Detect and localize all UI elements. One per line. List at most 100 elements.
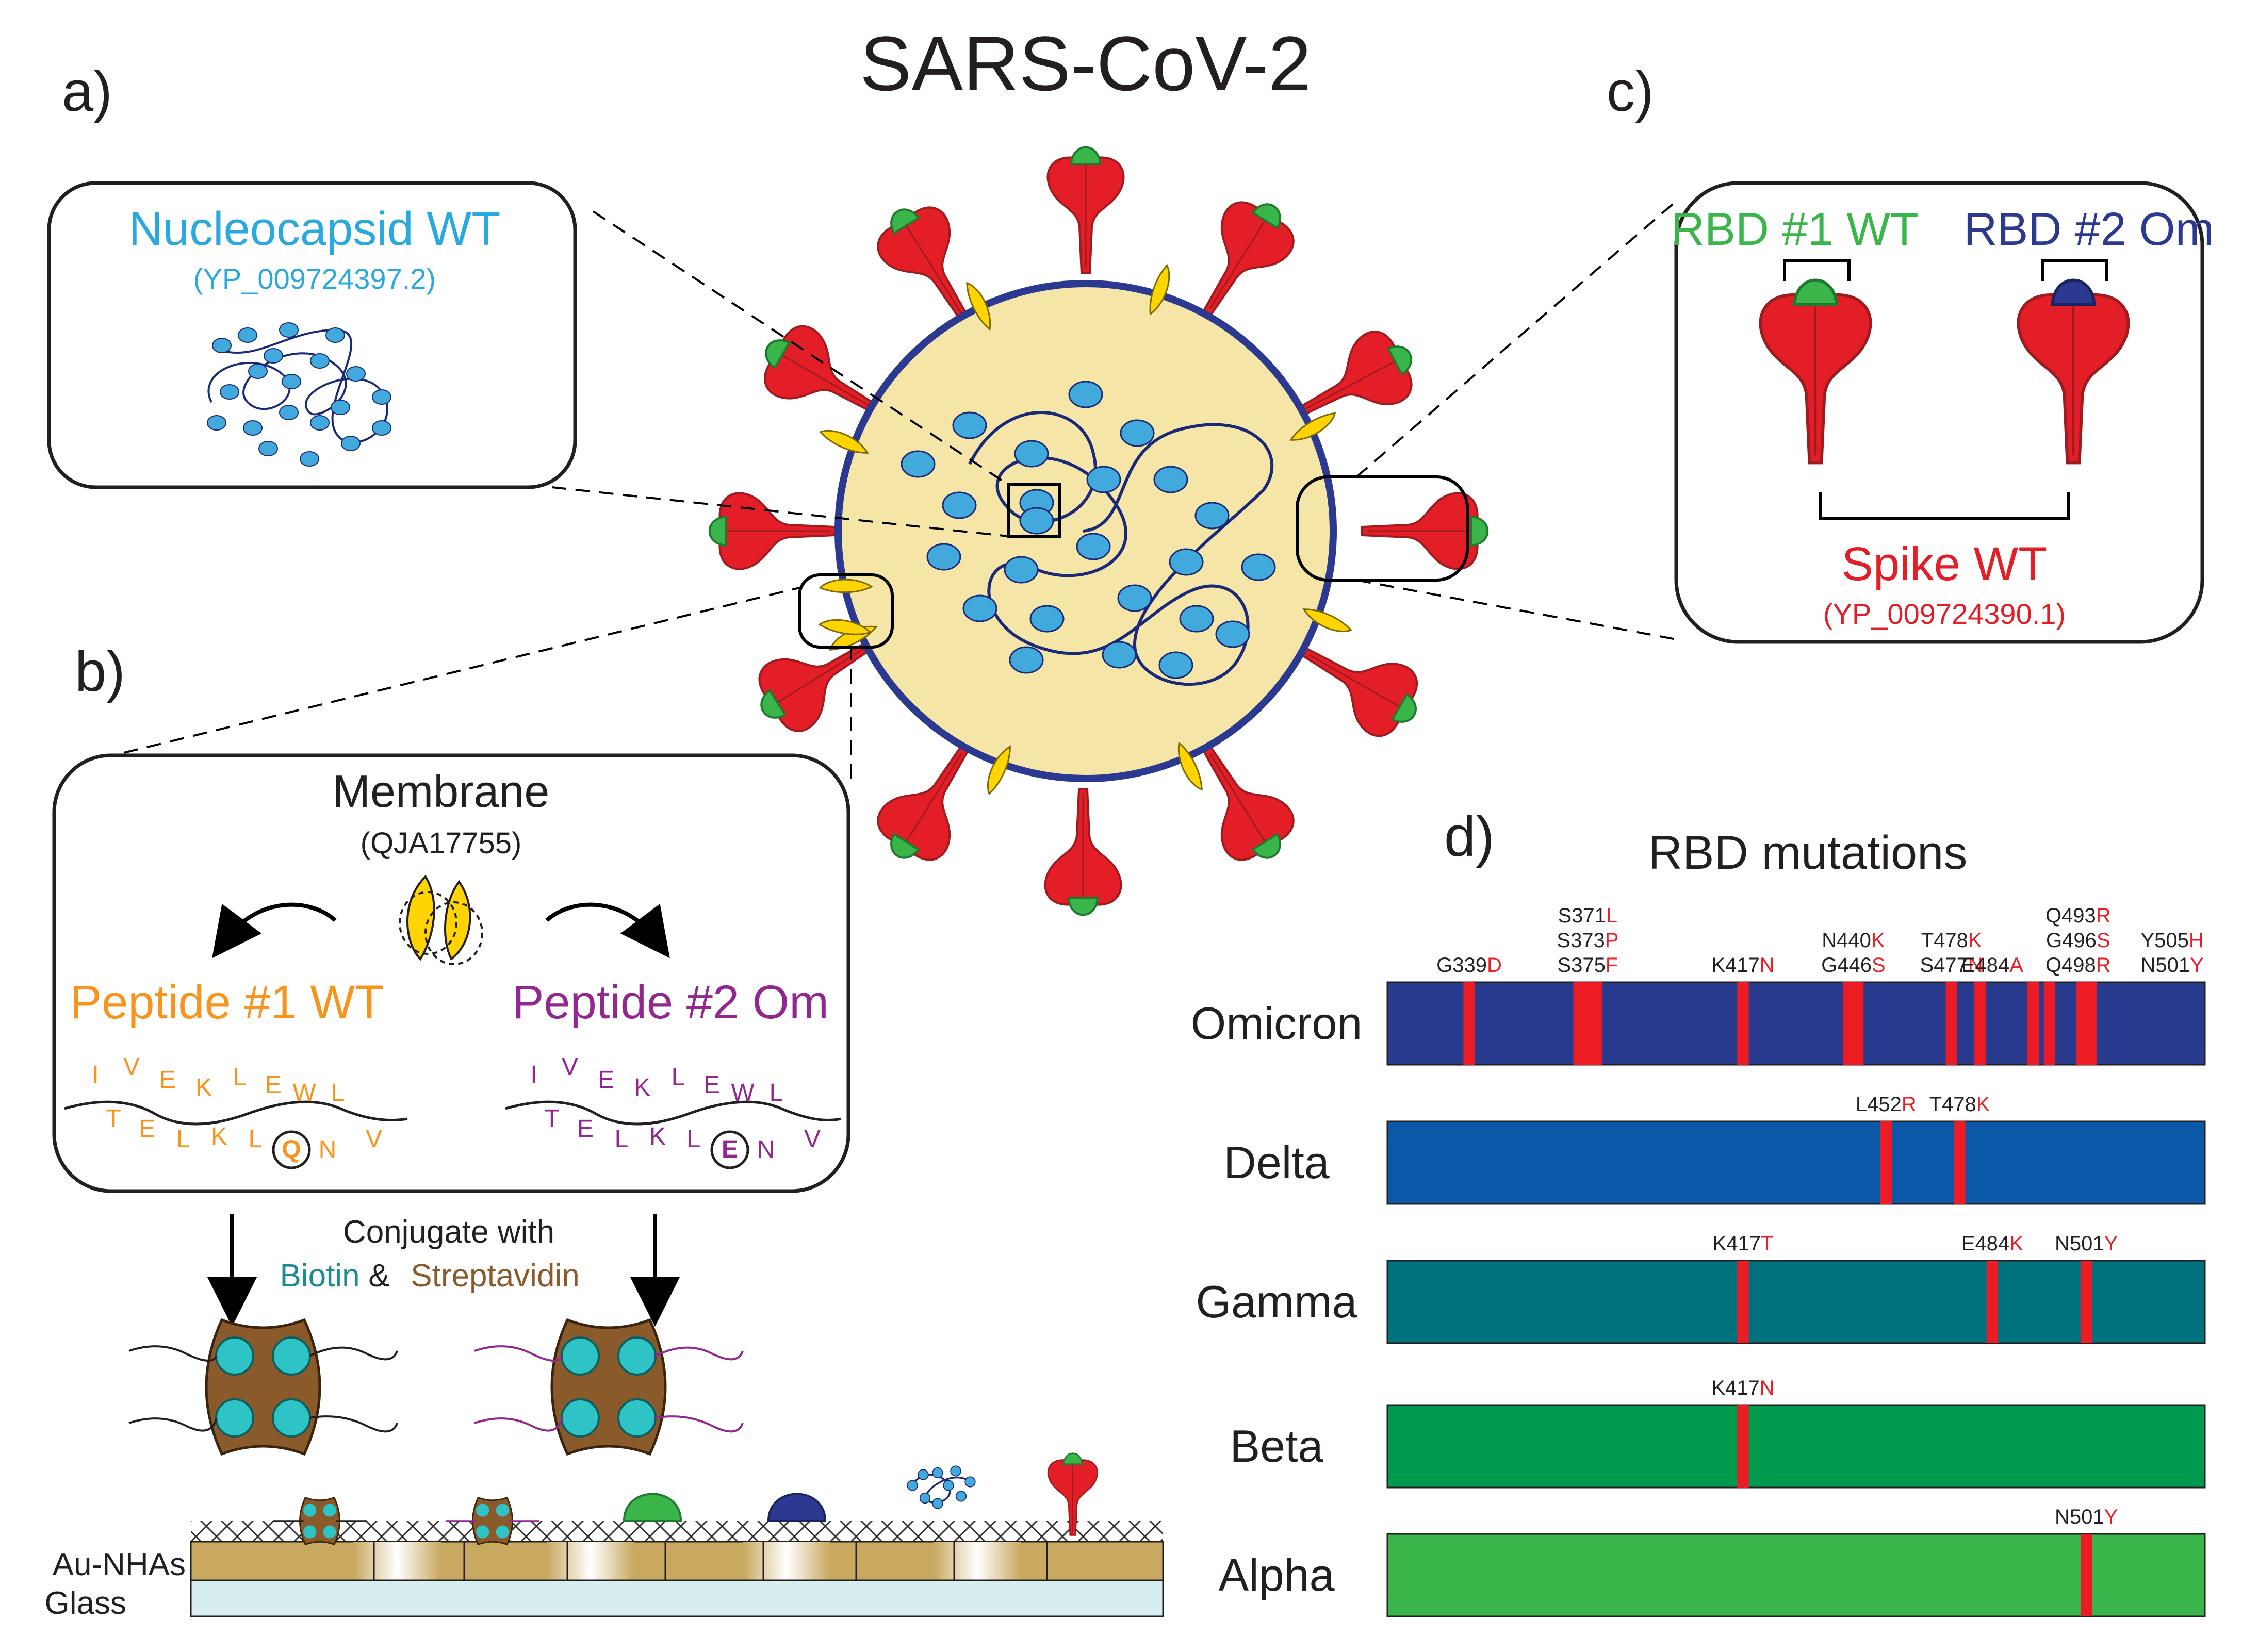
peptide-om-top-residue: L	[770, 1079, 783, 1106]
peptide-wt-top-residue: E	[265, 1071, 282, 1099]
mutation-mark	[1843, 982, 1864, 1065]
mutation-label: S373P	[1557, 929, 1618, 952]
mutation-mark	[2081, 1534, 2092, 1616]
nanohole	[743, 1542, 830, 1580]
peptide-om-top-residue: L	[672, 1064, 685, 1091]
peptide-wt-top-residue: E	[159, 1066, 176, 1094]
peptide-wt-bottom-residue: V	[366, 1126, 382, 1153]
variant-row-beta: Beta K417N	[1230, 1377, 2206, 1489]
mutation-label: N501Y	[2055, 1232, 2118, 1255]
mutation-label: E484A	[1961, 954, 2023, 977]
peptide-om-bottom-residue: L	[687, 1126, 701, 1153]
mutation-wt-residue: Y505	[2140, 929, 2188, 952]
membrane-dimer-icon	[399, 874, 483, 965]
spike-panel: RBD #1 WT RBD #2 Om Spike WT (YP_0097243…	[1671, 181, 2214, 644]
mutation-mark	[1880, 1121, 1892, 1204]
mutation-label: S477N	[1920, 954, 1983, 977]
peptide-om-bottom-residue: E	[577, 1115, 594, 1143]
peptide-wt-top-residue: W	[292, 1079, 316, 1106]
panel-label-b: b)	[75, 640, 125, 703]
streptavidin-complex-wt	[128, 1318, 398, 1456]
mutation-wt-residue: G496	[2046, 929, 2097, 952]
streptavidin-label: Streptavidin	[411, 1258, 579, 1294]
mutation-label: N440K	[1822, 929, 1885, 952]
mutation-wt-residue: K417	[1711, 954, 1759, 977]
peptide-wt-top-residue: L	[331, 1079, 345, 1106]
mutation-label: Q498R	[2045, 954, 2111, 977]
mutation-wt-residue: N440	[1822, 929, 1871, 952]
peptide-wt-top-residue: I	[92, 1061, 99, 1088]
mutation-wt-residue: N501	[2140, 954, 2190, 977]
mutation-mark	[1463, 982, 1475, 1065]
mutation-new-residue: A	[2009, 954, 2023, 977]
mutation-label: G496S	[2046, 929, 2110, 952]
virion-nucleocapsid-highlight	[1007, 483, 1061, 538]
mutation-wt-residue: S373	[1557, 929, 1605, 952]
peptide-om-bottom-residue: K	[649, 1123, 666, 1150]
membrane-name: Membrane	[333, 766, 550, 817]
peptide-wt-top-residue: V	[123, 1053, 140, 1081]
mutation-wt-residue: N501	[2055, 1506, 2104, 1528]
membrane-panel: Membrane (QJA17755) Peptide #1 WT Peptid…	[52, 753, 850, 1193]
mutation-new-residue: N	[1760, 1377, 1775, 1399]
peptide-om-mutation-circle	[710, 1130, 749, 1169]
peptide-om-backbone	[505, 1100, 841, 1126]
peptide-wt-bottom-residue: K	[211, 1123, 227, 1150]
mutation-label: K417N	[1711, 954, 1774, 977]
biotin-label: Biotin	[280, 1258, 359, 1294]
mutation-wt-residue: T478	[1929, 1093, 1976, 1116]
peptide-om-top-residue: E	[598, 1066, 614, 1094]
spike-name: Spike WT	[1842, 538, 2048, 590]
peptide-om-bottom-residue: E	[722, 1136, 738, 1163]
mutation-new-residue: Y	[2190, 954, 2204, 977]
mutation-new-residue: H	[2189, 929, 2204, 952]
mutation-label: T478K	[1921, 929, 1982, 952]
virion-membrane-highlight	[798, 573, 894, 649]
layer-label-glass: Glass	[45, 1585, 126, 1621]
mutation-label: K417N	[1711, 1377, 1774, 1399]
peptide-wt-label: Peptide #1 WT	[70, 976, 384, 1029]
peptide-om-top-residue: I	[530, 1061, 537, 1088]
bound-nucleocapsid	[907, 1465, 976, 1509]
mutation-label: N501Y	[2055, 1506, 2118, 1528]
conjugate-line2: Biotin&Streptavidin	[280, 1258, 579, 1294]
mutation-mark	[1737, 1405, 1749, 1488]
mutation-wt-residue: S371	[1558, 904, 1606, 927]
mutation-wt-residue: Q493	[2045, 904, 2096, 927]
peptide-wt-bottom-residue: Q	[282, 1136, 301, 1163]
mutation-new-residue: R	[2096, 904, 2111, 927]
panel-label-a: a)	[62, 60, 112, 123]
peptide-wt-mutation-circle	[272, 1130, 311, 1169]
mutation-mark	[1737, 1261, 1749, 1343]
variant-name: Gamma	[1196, 1276, 1357, 1327]
bound-complex-om	[445, 1496, 540, 1546]
mutation-mark	[1945, 982, 1957, 1065]
mutation-new-residue: R	[2096, 954, 2111, 977]
callout-lines	[123, 200, 1677, 779]
peptide-om-bottom-residue: V	[804, 1126, 821, 1153]
peptide-om-top-residue: V	[562, 1053, 578, 1081]
nanohole	[547, 1542, 634, 1580]
mutation-new-residue: K	[1976, 1093, 1990, 1116]
mutation-wt-residue: K417	[1711, 1377, 1759, 1399]
variant-name: Omicron	[1191, 998, 1363, 1049]
mutation-label: K417T	[1713, 1232, 1774, 1255]
amp-label: &	[368, 1258, 389, 1294]
mutation-label: G339D	[1436, 954, 1502, 977]
mutation-label: G446S	[1821, 954, 1886, 977]
mutation-wt-residue: Q498	[2045, 954, 2096, 977]
mutation-wt-residue: G446	[1821, 954, 1872, 977]
mutation-new-residue: K	[1968, 929, 1982, 952]
bound-rbd-wt	[623, 1493, 682, 1522]
nanohole-array	[353, 1542, 1048, 1580]
variant-name: Beta	[1230, 1420, 1323, 1472]
mutation-new-residue: R	[1902, 1093, 1917, 1116]
panel-label-d: d)	[1444, 805, 1495, 868]
mutation-mark	[2043, 982, 2055, 1065]
peptide-wt-bottom-residue: L	[249, 1126, 263, 1153]
rbd-wt-label: RBD #1 WT	[1671, 204, 1919, 255]
variant-bar	[1386, 981, 2206, 1066]
rbd-om-label: RBD #2 Om	[1963, 204, 2214, 255]
